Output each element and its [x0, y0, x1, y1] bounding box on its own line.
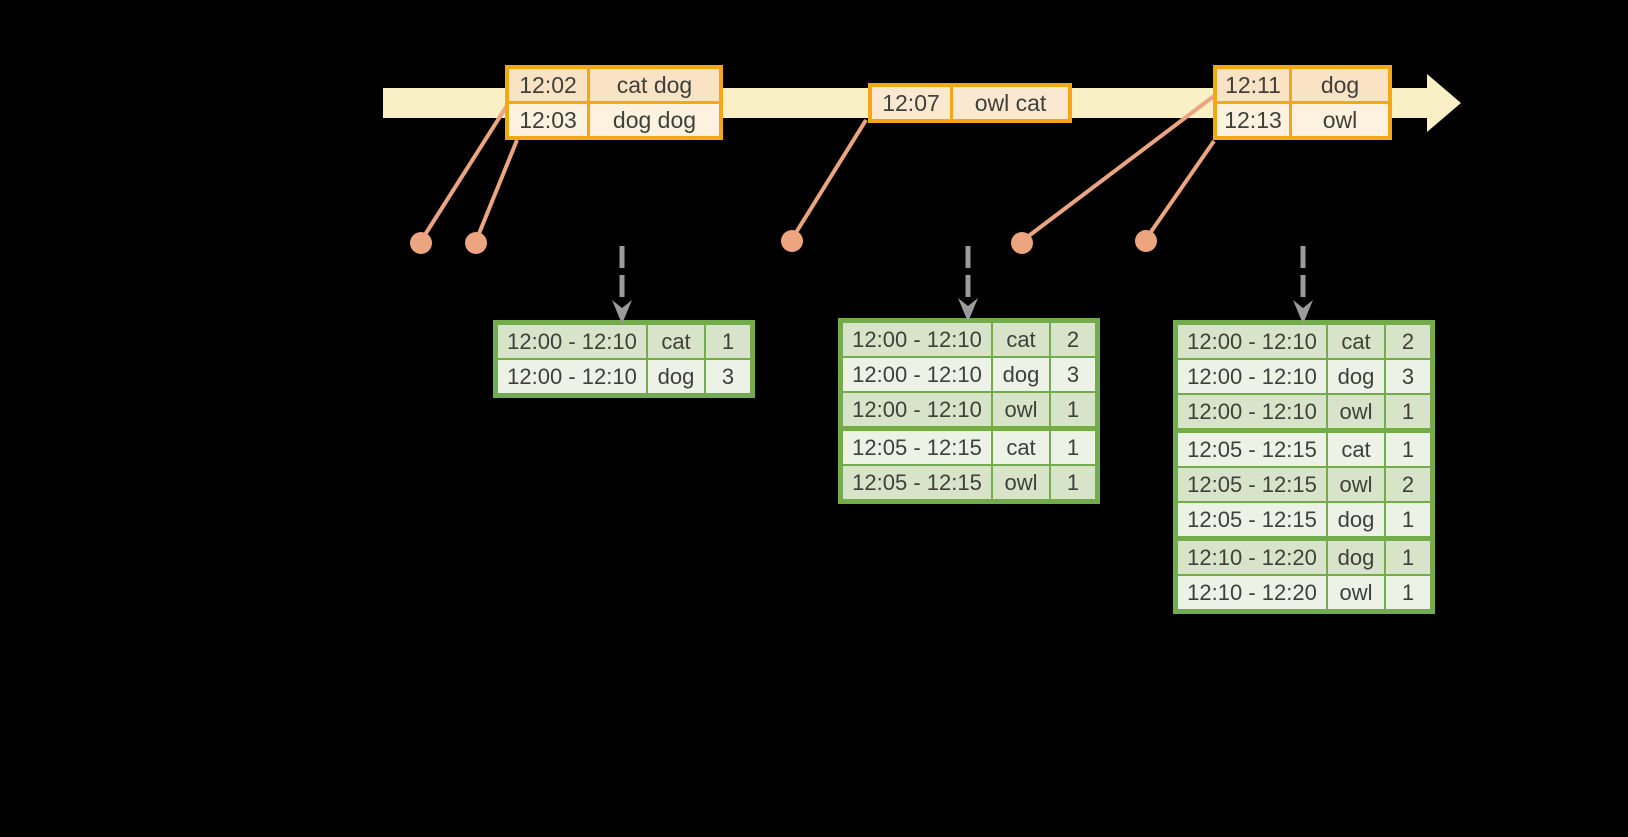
count-cell: 1 [1051, 466, 1095, 499]
result-row: 12:00 - 12:10 cat 2 [843, 323, 1095, 356]
result-row: 12:00 - 12:10 dog 3 [1178, 360, 1430, 393]
window-cell: 12:10 - 12:20 [1178, 541, 1326, 574]
result-row: 12:00 - 12:10 cat 2 [1178, 325, 1430, 358]
count-cell: 1 [706, 325, 750, 358]
trigger-arrowhead-icon [958, 298, 978, 322]
word-cell: dog [648, 360, 704, 393]
event-row: 12:07 owl cat [872, 87, 1068, 119]
trigger-arrowhead-icon [1293, 300, 1313, 324]
count-cell: 1 [1386, 433, 1430, 466]
window-cell: 12:00 - 12:10 [1178, 360, 1326, 393]
event-words-cell: owl cat [953, 87, 1068, 119]
event-table-2: 12:07 owl cat [868, 83, 1072, 123]
event-words-cell: owl [1292, 104, 1388, 136]
count-cell: 3 [706, 360, 750, 393]
event-words-cell: dog dog [590, 104, 719, 136]
event-table-3: 12:11 dog 12:13 owl [1213, 65, 1392, 140]
event-connector-line [1144, 139, 1216, 241]
event-connector-line [790, 118, 868, 241]
result-table-3: 12:00 - 12:10 cat 2 12:00 - 12:10 dog 3 … [1173, 320, 1435, 614]
count-cell: 2 [1386, 325, 1430, 358]
event-dot [410, 232, 432, 254]
event-connector-line [419, 102, 510, 243]
result-row: 12:00 - 12:10 dog 3 [843, 358, 1095, 391]
event-connector-line [1020, 94, 1216, 243]
event-dot [465, 232, 487, 254]
event-row: 12:03 dog dog [509, 104, 719, 136]
count-cell: 2 [1051, 323, 1095, 356]
count-cell: 1 [1386, 395, 1430, 428]
event-dot [1011, 232, 1033, 254]
word-cell: owl [1328, 468, 1384, 501]
result-row: 12:05 - 12:15 dog 1 [1178, 503, 1430, 536]
word-cell: dog [1328, 541, 1384, 574]
result-row: 12:00 - 12:10 owl 1 [843, 393, 1095, 426]
count-cell: 1 [1386, 503, 1430, 536]
result-row: 12:05 - 12:15 owl 1 [843, 466, 1095, 499]
window-cell: 12:05 - 12:15 [1178, 433, 1326, 466]
event-words-cell: dog [1292, 69, 1388, 101]
window-cell: 12:10 - 12:20 [1178, 576, 1326, 609]
window-cell: 12:00 - 12:10 [1178, 325, 1326, 358]
count-cell: 1 [1051, 431, 1095, 464]
window-cell: 12:00 - 12:10 [843, 358, 991, 391]
word-cell: owl [1328, 395, 1384, 428]
result-table-1: 12:00 - 12:10 cat 1 12:00 - 12:10 dog 3 [493, 320, 755, 398]
window-cell: 12:00 - 12:10 [1178, 395, 1326, 428]
event-time-cell: 12:11 [1217, 69, 1289, 101]
event-time-cell: 12:02 [509, 69, 587, 101]
event-time-cell: 12:13 [1217, 104, 1289, 136]
count-cell: 3 [1051, 358, 1095, 391]
timeline-arrowhead-icon [1427, 74, 1461, 132]
result-row: 12:00 - 12:10 cat 1 [498, 325, 750, 358]
word-cell: cat [1328, 433, 1384, 466]
word-cell: dog [993, 358, 1049, 391]
trigger-arrowhead-icon [612, 300, 632, 324]
result-row: 12:10 - 12:20 dog 1 [1178, 541, 1430, 574]
word-cell: cat [993, 431, 1049, 464]
event-time-cell: 12:07 [872, 87, 950, 119]
window-cell: 12:05 - 12:15 [1178, 468, 1326, 501]
event-row: 12:11 dog [1217, 69, 1388, 101]
window-cell: 12:00 - 12:10 [843, 393, 991, 426]
event-dot [1135, 230, 1157, 252]
window-cell: 12:05 - 12:15 [843, 466, 991, 499]
word-cell: owl [993, 393, 1049, 426]
word-cell: dog [1328, 503, 1384, 536]
result-row: 12:10 - 12:20 owl 1 [1178, 576, 1430, 609]
window-cell: 12:00 - 12:10 [498, 325, 646, 358]
window-cell: 12:05 - 12:15 [1178, 503, 1326, 536]
result-table-2: 12:00 - 12:10 cat 2 12:00 - 12:10 dog 3 … [838, 318, 1100, 504]
window-cell: 12:05 - 12:15 [843, 431, 991, 464]
result-row: 12:05 - 12:15 owl 2 [1178, 468, 1430, 501]
result-row: 12:00 - 12:10 dog 3 [498, 360, 750, 393]
word-cell: dog [1328, 360, 1384, 393]
count-cell: 1 [1386, 576, 1430, 609]
result-row: 12:05 - 12:15 cat 1 [1178, 433, 1430, 466]
word-cell: cat [1328, 325, 1384, 358]
window-cell: 12:00 - 12:10 [498, 360, 646, 393]
event-row: 12:02 cat dog [509, 69, 719, 101]
count-cell: 1 [1386, 541, 1430, 574]
count-cell: 3 [1386, 360, 1430, 393]
count-cell: 2 [1386, 468, 1430, 501]
result-row: 12:00 - 12:10 owl 1 [1178, 395, 1430, 428]
word-cell: owl [1328, 576, 1384, 609]
event-table-1: 12:02 cat dog 12:03 dog dog [505, 65, 723, 140]
word-cell: cat [993, 323, 1049, 356]
event-time-cell: 12:03 [509, 104, 587, 136]
event-connector-line [474, 139, 519, 242]
word-cell: cat [648, 325, 704, 358]
word-cell: owl [993, 466, 1049, 499]
window-cell: 12:00 - 12:10 [843, 323, 991, 356]
event-row: 12:13 owl [1217, 104, 1388, 136]
count-cell: 1 [1051, 393, 1095, 426]
result-row: 12:05 - 12:15 cat 1 [843, 431, 1095, 464]
event-dot [781, 230, 803, 252]
event-words-cell: cat dog [590, 69, 719, 101]
